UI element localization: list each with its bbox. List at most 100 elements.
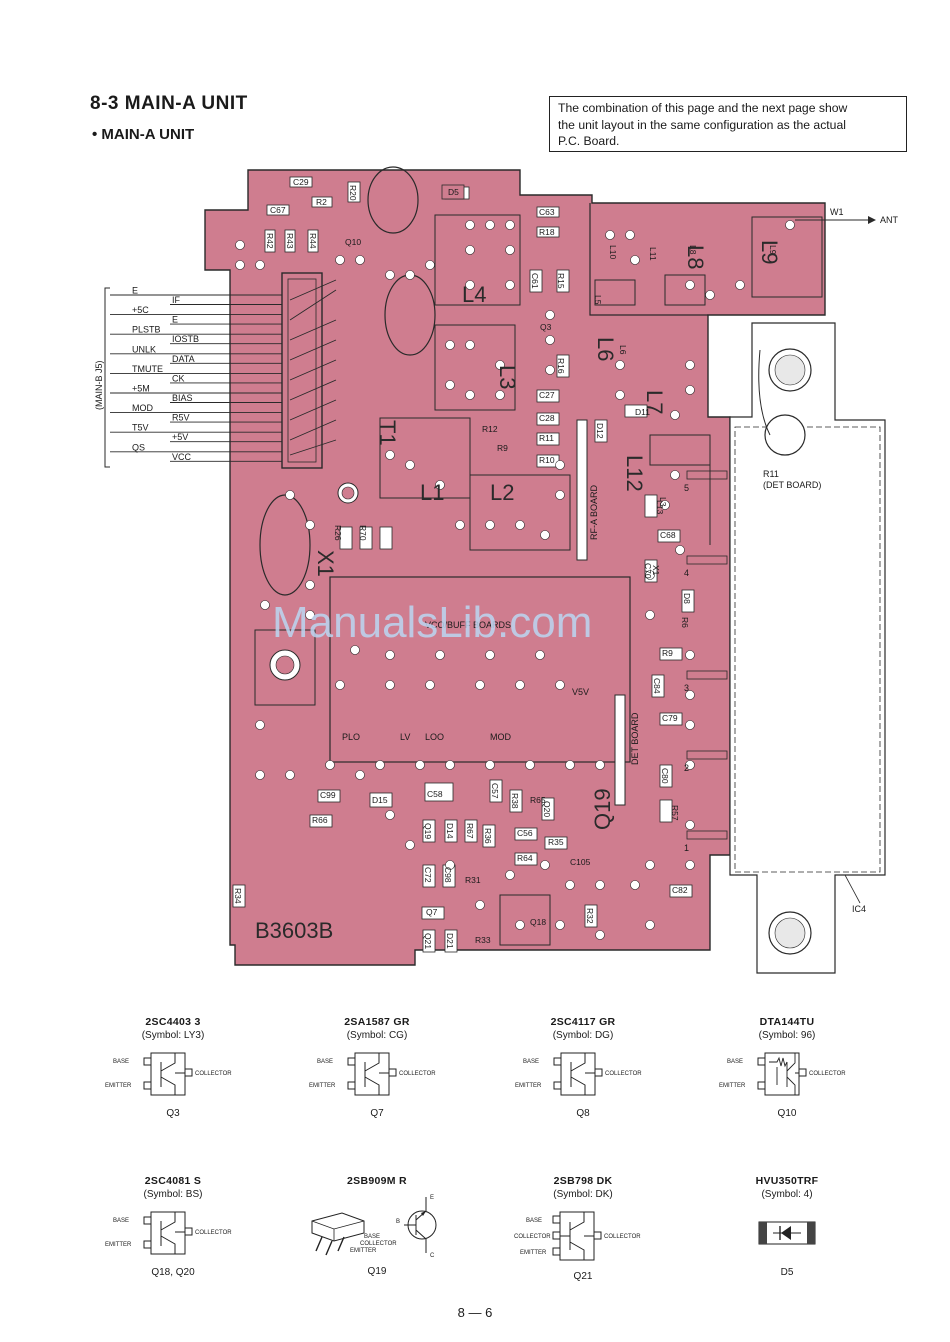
component-ref-label: C56 bbox=[517, 828, 533, 838]
svg-text:EMITTER: EMITTER bbox=[350, 1248, 377, 1254]
inductor-label: L8 bbox=[683, 245, 708, 269]
transistor-ref: Q19 bbox=[367, 1266, 387, 1277]
diode-pinout-d5: HVU350TRF (Symbol: 4) D5 bbox=[692, 1175, 882, 1278]
det-pin-number: 4 bbox=[684, 568, 689, 578]
svg-text:COLLECTOR: COLLECTOR bbox=[809, 1071, 846, 1077]
svg-text:COLLECTOR: COLLECTOR bbox=[514, 1234, 551, 1240]
inductor-label: L1 bbox=[420, 480, 444, 505]
component-ref-label: C58 bbox=[427, 789, 443, 799]
svg-text:EMITTER: EMITTER bbox=[105, 1083, 132, 1089]
transistor-ref: Q8 bbox=[576, 1108, 590, 1119]
diode-symbol: (Symbol: 4) bbox=[761, 1189, 813, 1200]
component-ref-label: R18 bbox=[539, 227, 555, 237]
inductor-label: L12 bbox=[622, 455, 647, 492]
diode-ref: D5 bbox=[780, 1267, 794, 1278]
diode-name: HVU350TRF bbox=[755, 1175, 819, 1187]
component-ref-label: C98 bbox=[443, 867, 453, 883]
svg-text:BASE: BASE bbox=[526, 1218, 542, 1224]
component-ref-label: C28 bbox=[539, 413, 555, 423]
svg-text:BASE: BASE bbox=[727, 1059, 743, 1065]
svg-text:EMITTER: EMITTER bbox=[309, 1083, 336, 1089]
connector-pin-label: E bbox=[132, 286, 138, 296]
component-ref-label: C80 bbox=[660, 768, 670, 784]
connector-pin-label: +5C bbox=[132, 305, 149, 315]
svg-text:EMITTER: EMITTER bbox=[105, 1242, 132, 1248]
connector-pin-label: QS bbox=[132, 442, 145, 452]
component-ref-label: D12 bbox=[595, 423, 605, 439]
antenna-label: ANT bbox=[880, 215, 899, 225]
component-ref-label: L3 bbox=[658, 497, 668, 507]
component-ref-label: C27 bbox=[539, 390, 555, 400]
antenna-wire-label: W1 bbox=[830, 207, 844, 217]
section-heading: 8-3 MAIN-A UNIT bbox=[90, 93, 248, 114]
svg-text:BASE: BASE bbox=[113, 1218, 129, 1224]
transistor-symbol: (Symbol: DG) bbox=[552, 1030, 614, 1041]
component-ref-label: C61 bbox=[530, 273, 540, 289]
component-ref-label: L8 bbox=[688, 245, 698, 255]
transistor-name: 2SB798 DK bbox=[553, 1175, 613, 1187]
det-board-ref: R11 bbox=[763, 469, 779, 479]
crystal-label: X1 bbox=[313, 550, 338, 577]
connector-label: (MAIN-B J5) bbox=[94, 360, 104, 410]
sot-package-icon: BASE EMITTER COLLECTOR bbox=[719, 1052, 846, 1096]
component-ref-label: R38 bbox=[510, 793, 520, 809]
connector-pin-label: BIAS bbox=[172, 393, 193, 403]
component-ref-label: R20 bbox=[348, 185, 358, 201]
connector-pin-label: VCC bbox=[172, 452, 192, 462]
component-ref-label: R64 bbox=[517, 853, 533, 863]
vco-board-outline bbox=[329, 576, 631, 763]
component-ref-label: C72 bbox=[423, 867, 433, 883]
component-ref-label: C82 bbox=[672, 885, 688, 895]
component-ref-label: D11 bbox=[635, 407, 650, 417]
component-ref-label: C63 bbox=[539, 207, 555, 217]
component-ref-label: Q7 bbox=[426, 907, 438, 917]
component-ref-label: Q21 bbox=[423, 933, 433, 949]
component-ref-label: C105 bbox=[570, 857, 591, 867]
lv-label: LV bbox=[400, 732, 410, 742]
svg-text:EMITTER: EMITTER bbox=[520, 1250, 547, 1256]
connector-pin-label: MOD bbox=[132, 403, 153, 413]
svg-text:BASE: BASE bbox=[523, 1059, 539, 1065]
component-ref-label: L9 bbox=[768, 245, 778, 255]
det-pin-number: 2 bbox=[684, 763, 689, 773]
svg-text:COLLECTOR: COLLECTOR bbox=[605, 1071, 642, 1077]
det-board-vertical-label: DET BOARD bbox=[630, 712, 640, 765]
connector-pin-leads bbox=[289, 279, 337, 456]
component-ref-label: D14 bbox=[445, 823, 455, 839]
det-pin-lead bbox=[686, 470, 728, 480]
transistor-name: 2SA1587 GR bbox=[344, 1016, 410, 1028]
component-ref-label: C57 bbox=[490, 783, 500, 799]
connector-pin-label: DATA bbox=[172, 354, 195, 364]
connector-j1 bbox=[281, 272, 323, 469]
component-ref-label: R9 bbox=[662, 648, 673, 658]
component-ref-label: D8 bbox=[682, 593, 692, 604]
component-ref-label: Q3 bbox=[540, 322, 552, 332]
transistor-label: Q19 bbox=[590, 788, 615, 830]
det-pin-lead bbox=[686, 555, 728, 565]
svg-text:C: C bbox=[430, 1253, 435, 1259]
component-ref-label: R16 bbox=[556, 358, 566, 374]
svg-text:EMITTER: EMITTER bbox=[719, 1083, 746, 1089]
component-ref-label: C67 bbox=[270, 205, 286, 215]
component-ref-label: R32 bbox=[585, 908, 595, 924]
transistor-ref: Q18, Q20 bbox=[151, 1267, 195, 1278]
transistor-symbol: (Symbol: BS) bbox=[143, 1189, 203, 1200]
component-ref-label: R12 bbox=[482, 424, 498, 434]
component-ref-label: R36 bbox=[483, 828, 493, 844]
det-pin-number: 1 bbox=[684, 843, 689, 853]
connector-pin-label: IOSTB bbox=[172, 334, 199, 344]
component-ref-label: C84 bbox=[652, 678, 662, 694]
component-ref-label: R70 bbox=[358, 525, 368, 541]
component-ref-label: R15 bbox=[556, 273, 566, 289]
svg-text:B: B bbox=[396, 1219, 400, 1225]
connector-pin-label: PLSTB bbox=[132, 325, 161, 335]
det-board-name: (DET BOARD) bbox=[763, 480, 821, 490]
inductor-label: L9 bbox=[757, 240, 782, 264]
transistor-symbol: (Symbol: 96) bbox=[758, 1030, 816, 1041]
